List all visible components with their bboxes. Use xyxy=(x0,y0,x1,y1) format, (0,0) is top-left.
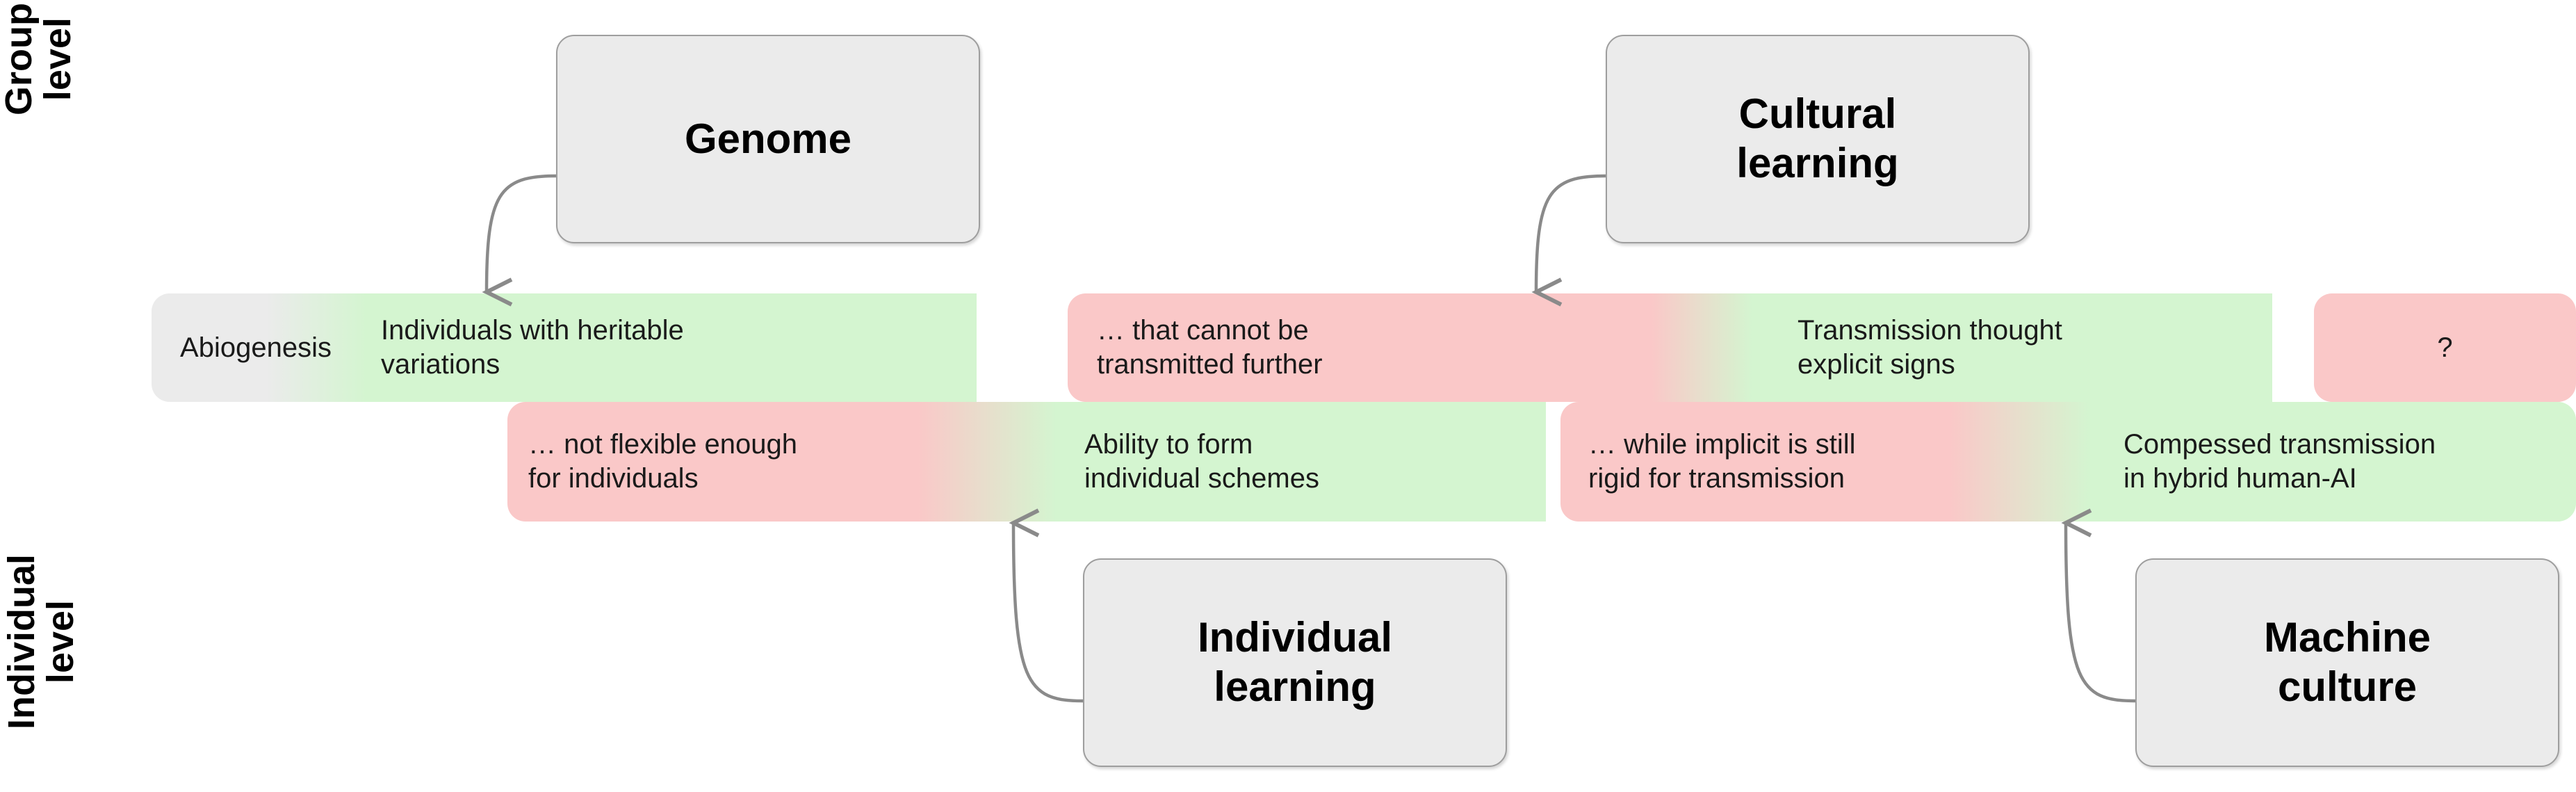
callout-genome-label: Genome xyxy=(684,115,852,162)
segment-cap-ability xyxy=(1515,402,1546,522)
segment-label-ability-to-form: Ability to form individual schemes xyxy=(1084,429,1319,494)
group-level-band: Abiogenesis Individuals with heritable v… xyxy=(152,293,2576,402)
callout-individual-learning[interactable]: Individual learning xyxy=(1083,558,1507,767)
segment-cap-transmission xyxy=(2242,293,2272,402)
segment-cannot-transmit-transmission: … that cannot be transmitted further Tra… xyxy=(1068,293,2272,402)
segment-label-question-mark: ? xyxy=(2437,332,2453,363)
arrow-cultural-learning-to-band xyxy=(1531,174,1606,307)
callout-machine-culture-label: Machine culture xyxy=(2263,614,2431,710)
segment-label-heritable-variations: Individuals with heritable variations xyxy=(381,315,684,380)
individual-level-band: … not flexible enough for individuals Ab… xyxy=(507,402,2576,522)
segment-label-compressed-transmission: Compessed transmission in hybrid human-A… xyxy=(2123,429,2436,494)
arrow-genome-to-band xyxy=(482,174,557,307)
arrow-machine-culture-to-band xyxy=(2061,508,2136,703)
segment-implicit-compressed: … while implicit is still rigid for tran… xyxy=(1560,402,2576,522)
segment-abiogenesis-heritable: Abiogenesis Individuals with heritable v… xyxy=(152,293,977,402)
segment-not-flexible-ability: … not flexible enough for individuals Ab… xyxy=(507,402,1546,522)
callout-cultural-learning[interactable]: Cultural learning xyxy=(1606,35,2030,243)
callout-machine-culture[interactable]: Machine culture xyxy=(2135,558,2559,767)
segment-cap-heritable xyxy=(946,293,977,402)
callout-cultural-learning-label: Cultural learning xyxy=(1736,90,1899,186)
segment-label-implicit-rigid: … while implicit is still rigid for tran… xyxy=(1588,429,1856,494)
callout-genome[interactable]: Genome xyxy=(556,35,980,243)
segment-unknown-future: ? xyxy=(2314,293,2576,402)
segment-label-abiogenesis: Abiogenesis xyxy=(180,332,332,363)
arrow-individual-learning-to-band xyxy=(1009,508,1084,703)
segment-label-cannot-be-transmitted: … that cannot be transmitted further xyxy=(1097,315,1323,380)
segment-label-transmission-explicit: Transmission thought explicit signs xyxy=(1798,315,2062,380)
axis-label-group-level: Group level xyxy=(0,3,79,115)
segment-label-not-flexible-enough: … not flexible enough for individuals xyxy=(528,429,797,494)
axis-label-individual-level: Individual level xyxy=(1,553,82,730)
callout-individual-learning-label: Individual learning xyxy=(1197,614,1393,710)
